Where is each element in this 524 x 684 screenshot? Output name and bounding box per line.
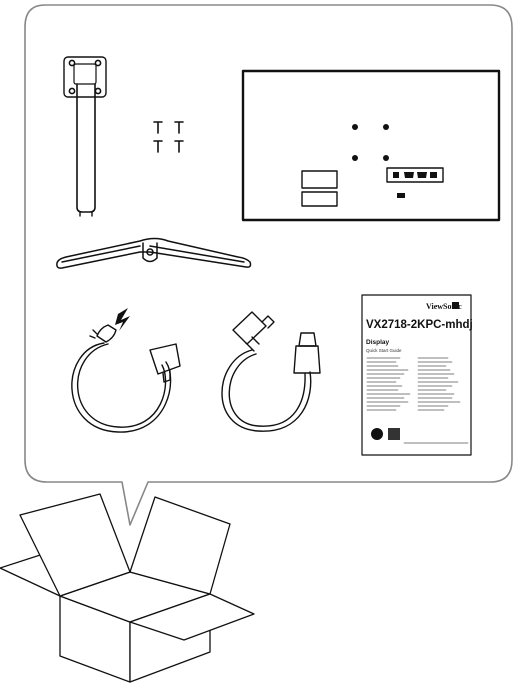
qsg-cert-logo-icon	[371, 428, 383, 440]
qsg-language-list	[366, 357, 461, 411]
qsg-subtitle-text: Quick Start Guide	[366, 348, 402, 353]
contents-callout-panel	[24, 4, 513, 526]
monitor-back-panel-icon	[241, 69, 501, 222]
qsg-model-text: VX2718-2KPC-mhdj	[366, 319, 473, 331]
power-cable-icon	[71, 308, 181, 433]
qsg-brand-text: ViewSonic	[426, 302, 462, 311]
monitor-stand-neck-icon	[63, 56, 107, 217]
open-box-icon	[0, 493, 255, 683]
qsg-product-text: Display	[366, 339, 390, 346]
quick-start-guide-icon: ViewSonic VX2718-2KPC-mhdj Display Quick…	[361, 294, 473, 456]
hdmi-cable-icon	[221, 311, 321, 432]
screws-icon	[153, 121, 184, 153]
qsg-qr-code-icon	[388, 428, 400, 440]
stand-base-icon	[56, 237, 252, 269]
